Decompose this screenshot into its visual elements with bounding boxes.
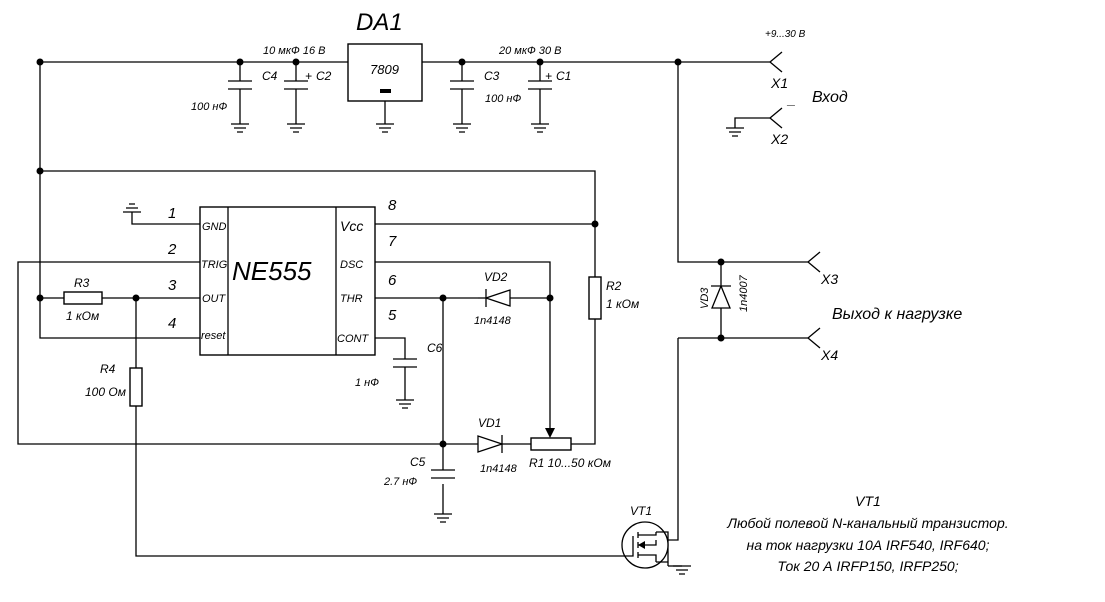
r3-ref: R3 (74, 276, 90, 290)
capacitor-c1: + C1 20 мкФ 30 В (498, 45, 571, 90)
x1-label: X1 (770, 75, 788, 91)
c1-plus: + (545, 69, 552, 83)
junction-dots (36, 58, 725, 448)
pin-5-number: 5 (388, 307, 397, 324)
output-label: Выход к нагрузке (832, 306, 962, 323)
ne555-chip: NE555 GND TRIG OUT reset Vcc DSC THR CON… (167, 197, 397, 356)
pin-3-number: 3 (168, 277, 177, 294)
c1-value: 20 мкФ 30 В (498, 45, 561, 57)
input-label: Вход (812, 89, 848, 106)
pin-6-name: THR (340, 293, 363, 305)
pin-1-name: GND (202, 221, 227, 233)
r2-ref: R2 (606, 279, 622, 293)
regulator-part: 7809 (370, 62, 399, 77)
c5-ref: C5 (410, 455, 426, 469)
capacitor-c5: C5 2.7 нФ (383, 455, 455, 488)
pin-3-name: OUT (202, 293, 227, 305)
r2-value: 1 кОм (606, 297, 639, 311)
note-line-1: Любой полевой N-канальный транзистор. (726, 515, 1008, 531)
c2-plus: + (305, 69, 312, 83)
diode-vd1: VD1 1n4148 (477, 416, 518, 475)
x3-label: X3 (820, 271, 838, 287)
regulator-da1: 7809 (347, 43, 423, 102)
capacitor-c4: C4 100 нФ (191, 69, 278, 113)
resistor-r2: R2 1 кОм (588, 276, 639, 320)
diode-vd3: VD3 1n4007 (699, 274, 750, 324)
capacitor-c3: C3 100 нФ (450, 69, 521, 105)
c1-ref: C1 (556, 69, 571, 83)
pin-2-name: TRIG (201, 259, 228, 271)
c4-value: 100 нФ (191, 101, 227, 113)
vd2-ref: VD2 (484, 270, 508, 284)
minus-sign: _ (786, 91, 796, 107)
connector-x1: X1 (769, 51, 788, 91)
r4-value: 100 Ом (85, 385, 126, 399)
c5-value: 2.7 нФ (383, 476, 417, 488)
ground-symbols (123, 123, 744, 575)
r3-value: 1 кОм (66, 309, 99, 323)
capacitor-c2: + C2 10 мкФ 16 В (263, 45, 332, 90)
mosfet-vt1: VT1 (616, 504, 669, 569)
r1-label: R1 10...50 кОм (529, 456, 611, 470)
vd1-ref: VD1 (478, 416, 501, 430)
capacitor-c6: C6 1 нФ (355, 341, 443, 389)
c4-ref: C4 (262, 69, 278, 83)
note-line-3: Ток 20 А IRFP150, IRFP250; (777, 558, 958, 574)
c3-value: 100 нФ (485, 93, 521, 105)
chip-part: NE555 (232, 256, 312, 286)
diode-vd2: VD2 1n4148 (474, 270, 512, 327)
pin-6-number: 6 (388, 272, 397, 289)
c3-ref: C3 (484, 69, 500, 83)
wires (17, 61, 808, 557)
resistor-r3: R3 1 кОм (63, 276, 103, 323)
c6-value: 1 нФ (355, 377, 379, 389)
vd3-ref: VD3 (699, 287, 711, 309)
r4-ref: R4 (100, 362, 116, 376)
vd2-part: 1n4148 (474, 315, 512, 327)
pin-8-name: Vcc (340, 218, 363, 234)
note-title: VT1 (855, 493, 881, 509)
pin-4-number: 4 (168, 315, 176, 332)
pin-5-name: CONT (337, 333, 369, 345)
connector-x2: X2 (769, 107, 788, 147)
x4-label: X4 (820, 347, 838, 363)
x2-label: X2 (770, 131, 788, 147)
pin-7-number: 7 (388, 233, 397, 250)
diagram-title: DA1 (356, 9, 403, 36)
connector-x4: X4 (807, 327, 838, 363)
note-line-2: на ток нагрузки 10А IRF540, IRF640; (747, 537, 990, 553)
pin-8-number: 8 (388, 197, 397, 214)
vt1-ref: VT1 (630, 504, 652, 518)
resistor-r4: R4 100 Ом (85, 362, 143, 407)
pin-1-number: 1 (168, 205, 176, 222)
pin-7-name: DSC (340, 259, 363, 271)
supply-voltage-label: +9...30 В (765, 29, 806, 40)
pin-2-number: 2 (167, 241, 177, 258)
potentiometer-r1: R1 10...50 кОм (529, 428, 611, 470)
pin-4-name: reset (201, 330, 226, 342)
c2-value: 10 мкФ 16 В (263, 45, 325, 57)
c6-ref: C6 (427, 341, 443, 355)
connector-x3: X3 (807, 251, 838, 287)
vd3-part: 1n4007 (738, 274, 750, 312)
vd1-part: 1n4148 (480, 463, 518, 475)
c2-ref: C2 (316, 69, 332, 83)
transistor-note: VT1 Любой полевой N-канальный транзистор… (726, 493, 1008, 574)
